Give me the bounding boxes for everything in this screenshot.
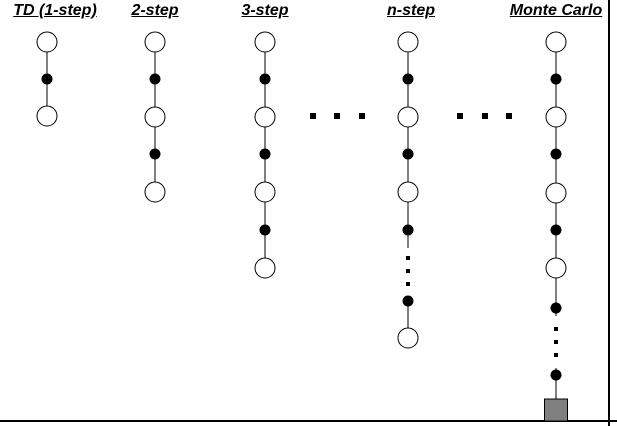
action-node-monte-carlo-3 bbox=[550, 302, 562, 314]
horizontal-ellipsis-dot-ellipsis-nstep-to-mc-2 bbox=[506, 113, 512, 119]
horizontal-ellipsis-dot-ellipsis-nstep-to-mc-1 bbox=[482, 113, 488, 119]
state-node-monte-carlo-3 bbox=[545, 257, 567, 279]
action-node-3-step-1 bbox=[259, 148, 271, 160]
vertical-ellipsis-dot-n-step-0 bbox=[406, 256, 410, 260]
vertical-ellipsis-dot-monte-carlo-0 bbox=[554, 327, 558, 331]
action-node-3-step-0 bbox=[259, 73, 271, 85]
state-node-monte-carlo-2 bbox=[545, 182, 567, 204]
state-node-3-step-1 bbox=[254, 106, 276, 128]
action-node-n-step-0 bbox=[402, 73, 414, 85]
action-node-monte-carlo-2 bbox=[550, 224, 562, 236]
action-node-2-step-1 bbox=[149, 148, 161, 160]
action-node-monte-carlo-4 bbox=[550, 369, 562, 381]
action-node-monte-carlo-0 bbox=[550, 73, 562, 85]
spine-line-monte-carlo-0 bbox=[555, 42, 557, 316]
state-node-n-step-0 bbox=[397, 31, 419, 53]
state-node-2-step-1 bbox=[144, 106, 166, 128]
state-node-3-step-3 bbox=[254, 257, 276, 279]
state-node-td-1-step-0 bbox=[36, 31, 58, 53]
spine-line-monte-carlo-1 bbox=[555, 368, 557, 410]
action-node-3-step-2 bbox=[259, 224, 271, 236]
state-node-3-step-2 bbox=[254, 181, 276, 203]
vertical-ellipsis-dot-monte-carlo-1 bbox=[554, 340, 558, 344]
action-node-n-step-3 bbox=[402, 295, 414, 307]
figure-bottom-border bbox=[0, 420, 617, 422]
column-label-2-step: 2-step bbox=[131, 2, 179, 19]
state-node-td-1-step-1 bbox=[36, 105, 58, 127]
spine-line-n-step-1 bbox=[407, 296, 409, 338]
action-node-n-step-2 bbox=[402, 224, 414, 236]
horizontal-ellipsis-dot-ellipsis-3step-to-nstep-0 bbox=[310, 113, 316, 119]
state-node-n-step-3 bbox=[397, 327, 419, 349]
state-node-n-step-2 bbox=[397, 181, 419, 203]
state-node-2-step-2 bbox=[144, 181, 166, 203]
vertical-ellipsis-dot-n-step-1 bbox=[406, 269, 410, 273]
state-node-3-step-0 bbox=[254, 31, 276, 53]
terminal-node-monte-carlo bbox=[544, 398, 568, 422]
state-node-n-step-1 bbox=[397, 106, 419, 128]
state-node-monte-carlo-1 bbox=[545, 106, 567, 128]
spine-line-n-step-0 bbox=[407, 42, 409, 248]
action-node-monte-carlo-1 bbox=[550, 148, 562, 160]
state-node-monte-carlo-0 bbox=[545, 31, 567, 53]
action-node-td-1-step-0 bbox=[41, 73, 53, 85]
column-label-td-1-step: TD (1-step) bbox=[13, 2, 97, 19]
vertical-ellipsis-dot-monte-carlo-2 bbox=[554, 353, 558, 357]
column-label-n-step-variable: n bbox=[386, 2, 397, 19]
horizontal-ellipsis-dot-ellipsis-nstep-to-mc-0 bbox=[457, 113, 463, 119]
column-label-n-step: n-step bbox=[387, 2, 435, 20]
figure-right-border bbox=[608, 0, 610, 426]
horizontal-ellipsis-dot-ellipsis-3step-to-nstep-1 bbox=[334, 113, 340, 119]
vertical-ellipsis-dot-n-step-2 bbox=[406, 282, 410, 286]
action-node-n-step-1 bbox=[402, 148, 414, 160]
horizontal-ellipsis-dot-ellipsis-3step-to-nstep-2 bbox=[359, 113, 365, 119]
column-label-n-step-suffix: -step bbox=[396, 2, 436, 19]
state-node-2-step-0 bbox=[144, 31, 166, 53]
action-node-2-step-0 bbox=[149, 73, 161, 85]
column-label-3-step: 3-step bbox=[241, 2, 289, 19]
column-label-monte-carlo: Monte Carlo bbox=[509, 2, 603, 19]
